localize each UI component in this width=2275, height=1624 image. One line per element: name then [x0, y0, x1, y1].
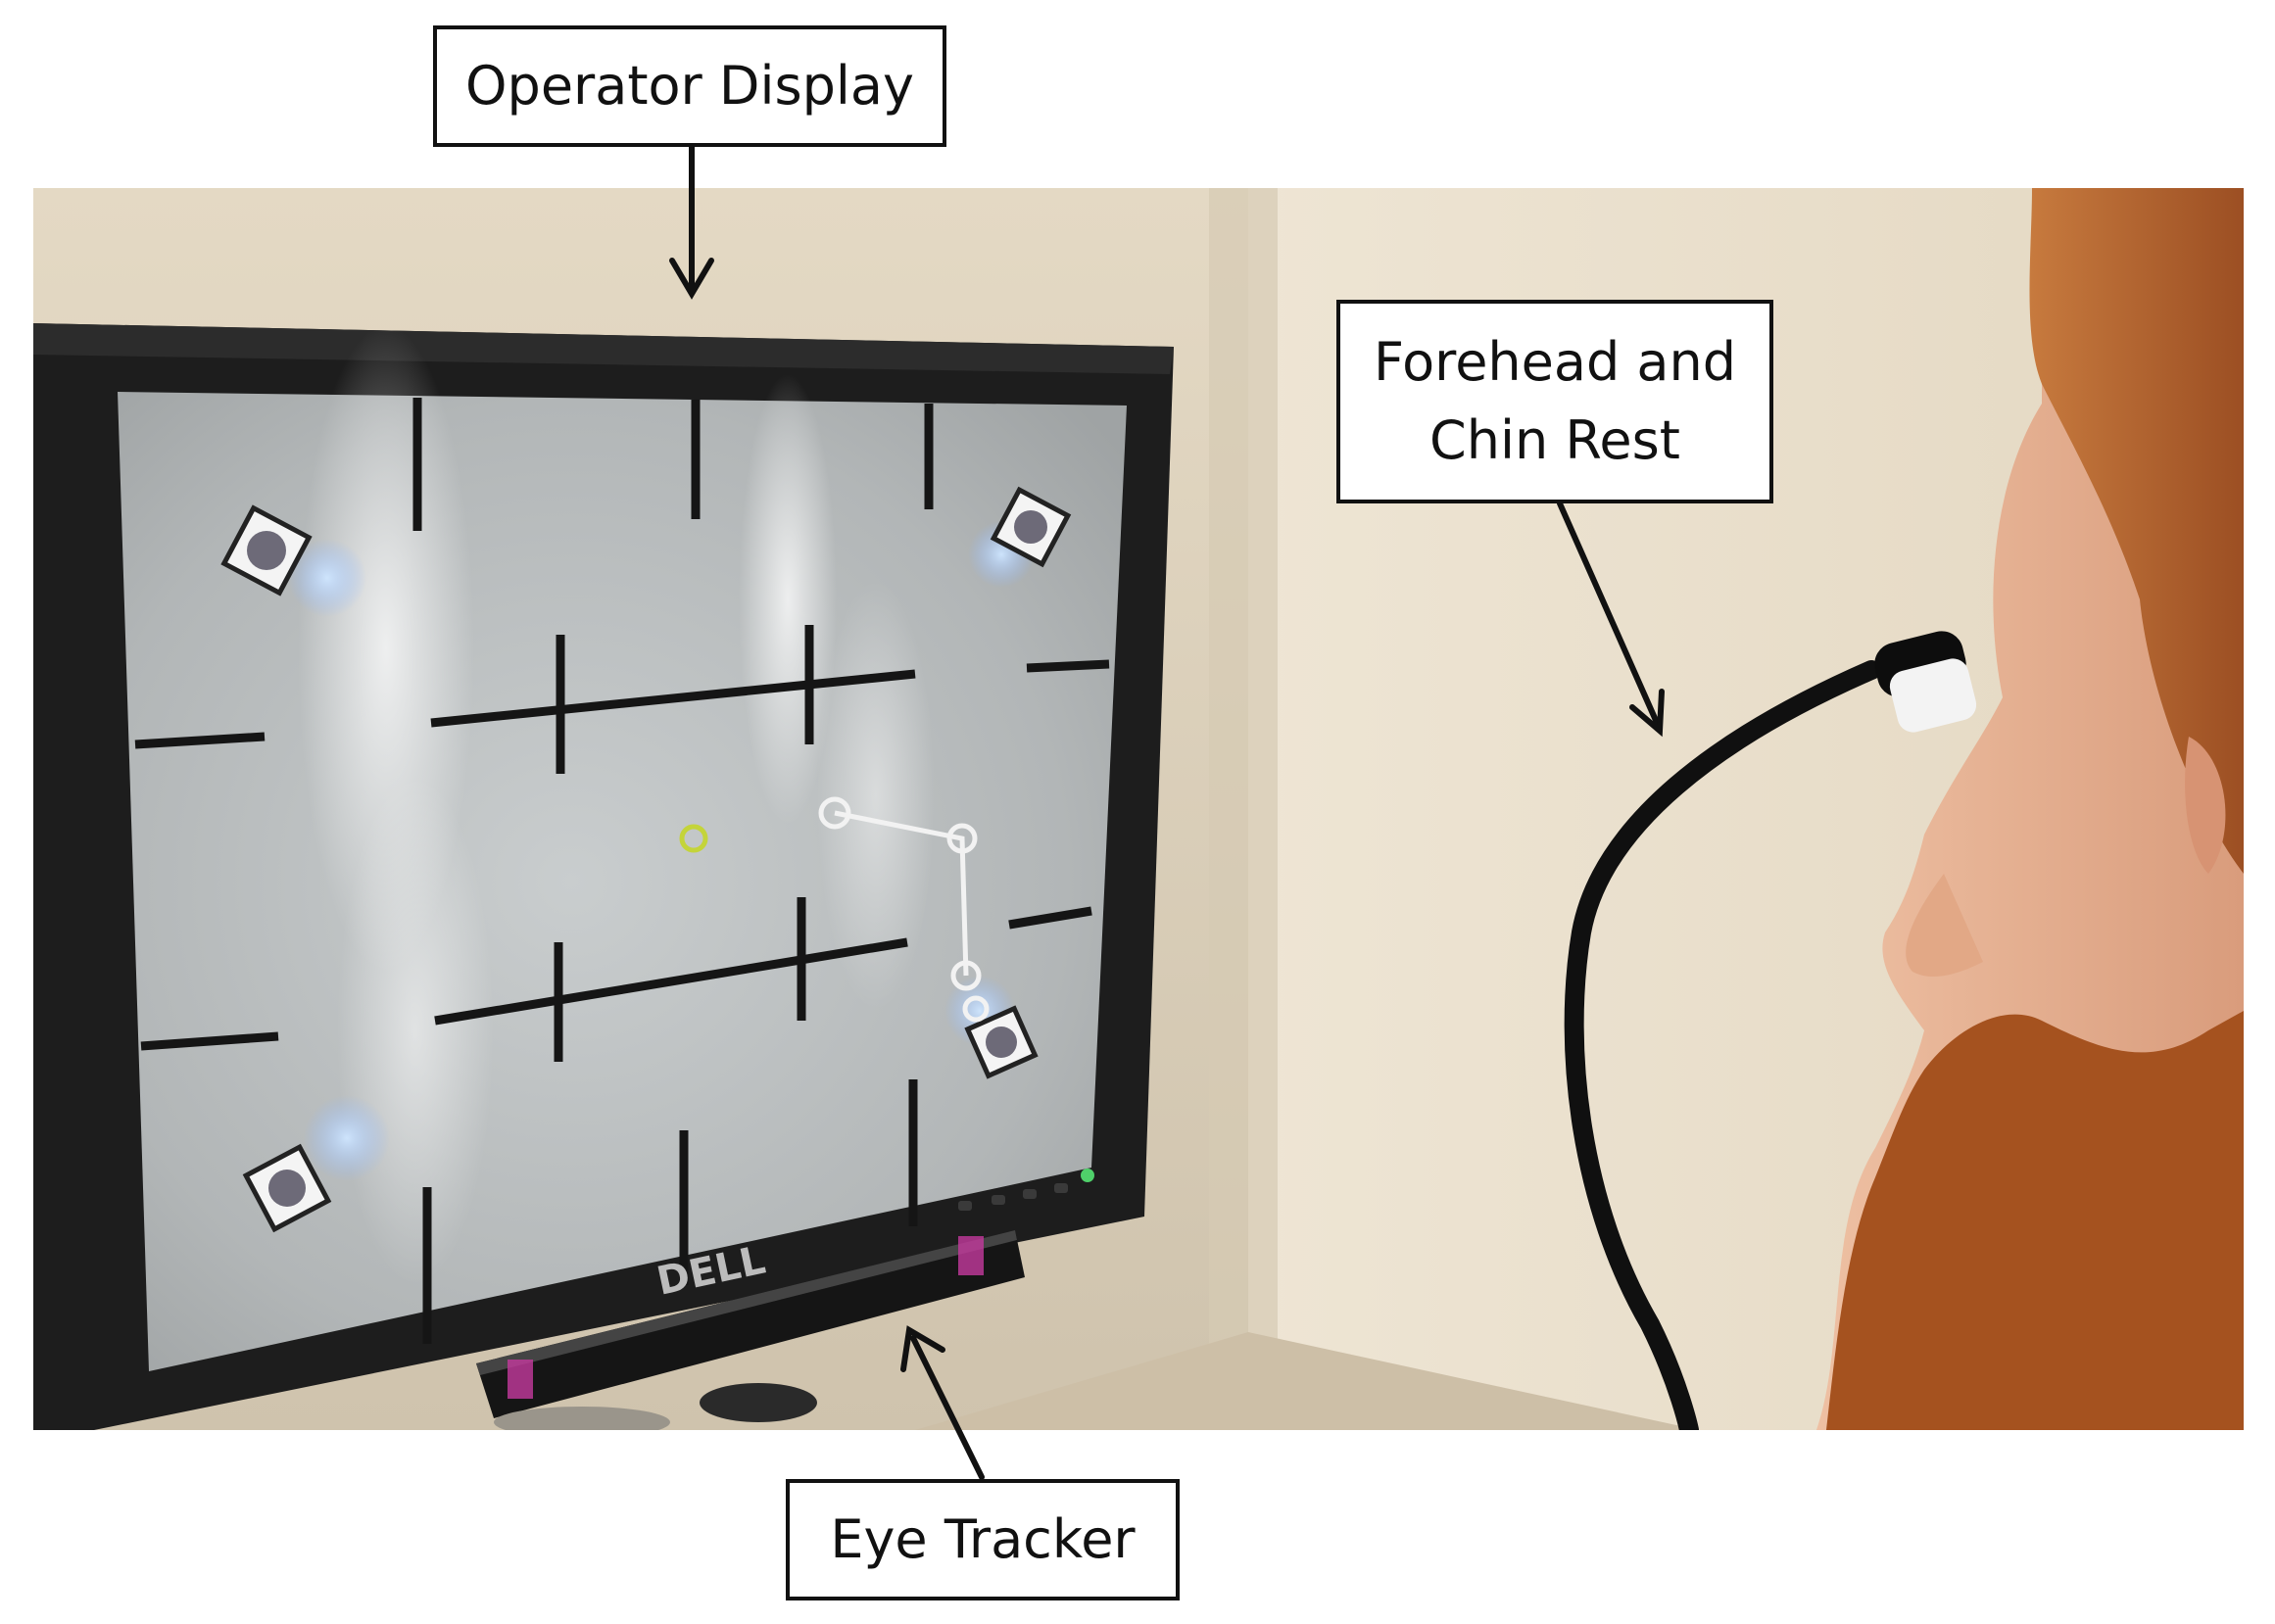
eye-tracker-label: Eye Tracker: [786, 1479, 1180, 1600]
hair: [2029, 188, 2244, 874]
monitor-buttons: [958, 1169, 1094, 1211]
photo-scene: DELL: [33, 188, 2244, 1430]
fiducial-markers: [220, 486, 1072, 1233]
gaze-path: [818, 796, 990, 1023]
person-head: [1816, 188, 2244, 1430]
wall-corner-shadow: [1209, 188, 1278, 1430]
shelf: [915, 1332, 1699, 1430]
eye-tracker-device: [476, 1230, 1025, 1430]
beard: [1826, 1011, 2244, 1430]
monitor: DELL: [33, 323, 1174, 1430]
ear: [2185, 737, 2226, 874]
forehead-label-line2: Chin Rest: [1429, 409, 1680, 471]
chin-rest-arm: [1564, 660, 1881, 1430]
eye-tracker-label-text: Eye Tracker: [830, 1508, 1136, 1570]
forehead-pad: [1874, 631, 1977, 733]
forehead-chin-rest-label: Forehead and Chin Rest: [1336, 300, 1773, 503]
operator-display-label-text: Operator Display: [465, 55, 914, 117]
nose: [1906, 874, 1983, 978]
screen-grid-markings: [134, 398, 1110, 1344]
monitor-bezel-edge: [33, 323, 1174, 374]
operator-display-label: Operator Display: [433, 25, 946, 147]
forehead-label-line1: Forehead and: [1374, 331, 1736, 393]
fixation-target: [679, 824, 708, 853]
